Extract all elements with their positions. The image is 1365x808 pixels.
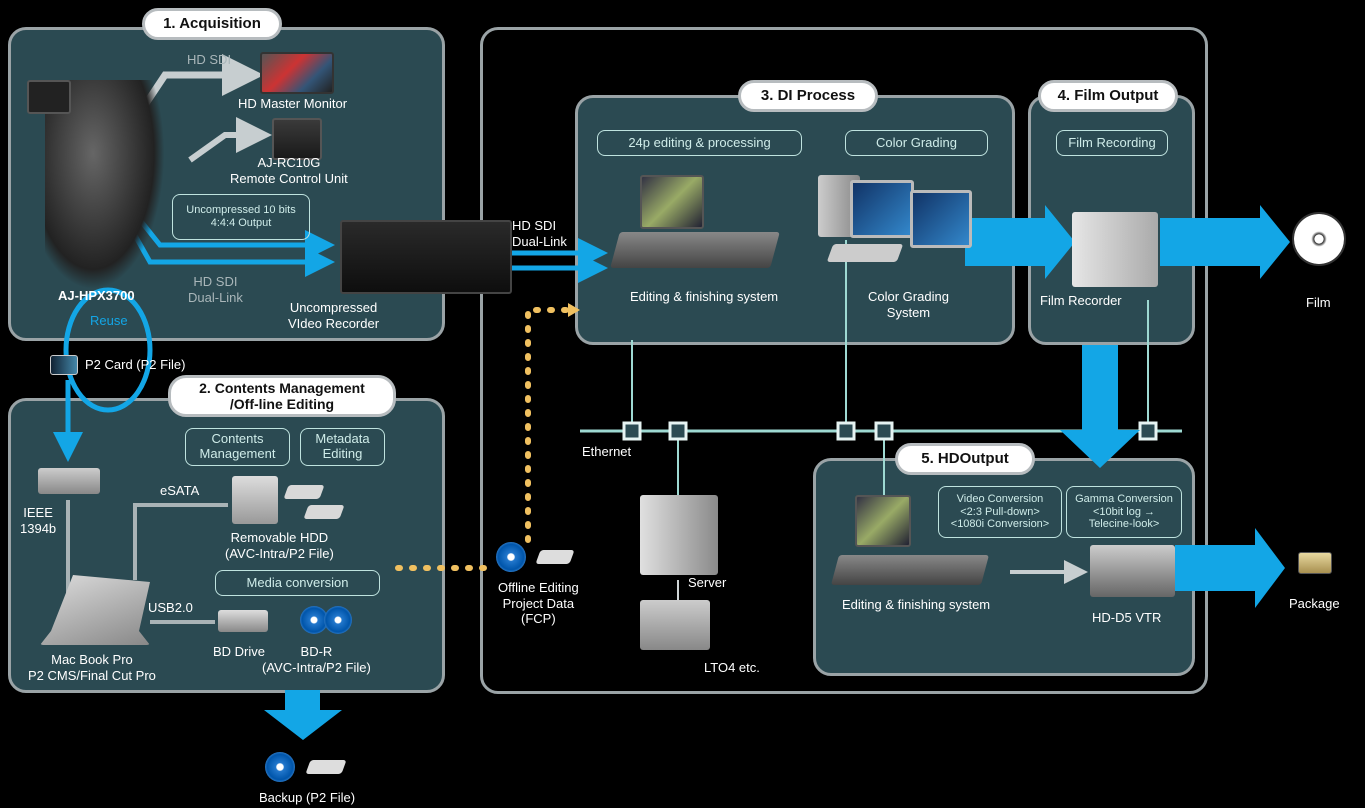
offline-cartridge <box>535 550 575 564</box>
reuse-label: Reuse <box>90 313 128 328</box>
lto-label: LTO4 etc. <box>704 660 760 675</box>
film-label: Film <box>1306 295 1331 310</box>
esata-label: eSATA <box>160 483 200 498</box>
film-recorder-label: Film Recorder <box>1040 293 1122 308</box>
uncompressed-output-chip: Uncompressed 10 bits 4:4:4 Output <box>172 194 310 240</box>
vtr-to-package-arrow <box>1175 528 1285 608</box>
editing-system-label: Editing & finishing system <box>630 289 779 304</box>
remote-control-label: AJ-RC10G Remote Control Unit <box>230 155 348 186</box>
grading-system-label: Color Grading System <box>868 289 949 320</box>
server-label: Server <box>688 575 727 590</box>
film-output-title: 4. Film Output <box>1038 80 1178 112</box>
backup-disc <box>265 752 295 782</box>
backup-label: Backup (P2 File) <box>259 790 356 805</box>
di-process-title: 3. DI Process <box>738 80 878 112</box>
hd-sdi-top-label: HD SDI <box>187 52 232 67</box>
hd-sdi-dual-link-label: HD SDI Dual-Link <box>188 274 243 305</box>
grading-keyboard <box>826 244 904 262</box>
offline-dotted-up <box>525 307 571 543</box>
remote-control-device <box>272 118 322 160</box>
camera-device <box>45 80 165 290</box>
camera-label: AJ-HPX3700 <box>58 288 135 303</box>
hdd-cartridge-2 <box>303 505 345 519</box>
reuse-loop <box>63 287 153 413</box>
film-to-hdoutput-arrow <box>1060 345 1140 468</box>
vtr-label: HD-D5 VTR <box>1092 610 1162 625</box>
lto-device <box>640 600 710 650</box>
editing-monitor-device <box>640 175 704 229</box>
hd-editing-system-label: Editing & finishing system <box>842 597 991 612</box>
hd-master-monitor-label: HD Master Monitor <box>238 96 348 111</box>
bd-drive-label: BD Drive <box>213 644 266 659</box>
hd-editing-console <box>830 555 990 585</box>
p2-card-device <box>50 355 78 375</box>
offline-editing-label: Offline Editing Project Data (FCP) <box>498 580 579 627</box>
removable-hdd-label: Removable HDD (AVC-Intra/P2 File) <box>225 530 334 561</box>
metadata-editing-chip: Metadata Editing <box>300 428 385 466</box>
film-reel-icon <box>1292 212 1346 266</box>
color-grading-chip: Color Grading <box>845 130 988 156</box>
film-recording-chip: Film Recording <box>1056 130 1168 156</box>
package-label: Package <box>1289 596 1340 611</box>
usb-label: USB2.0 <box>148 600 193 615</box>
film-recorder-to-film-arrow <box>1160 205 1290 279</box>
grading-to-film-arrow <box>965 205 1075 279</box>
ieee-label: IEEE 1394b <box>20 505 57 536</box>
media-conversion-chip: Media conversion <box>215 570 380 596</box>
backup-arrow <box>264 690 342 740</box>
contents-title: 2. Contents Management /Off-line Editing <box>168 375 396 417</box>
grading-monitor-2 <box>910 190 972 248</box>
recorder-label: Uncompressed VIdeo Recorder <box>288 300 380 331</box>
ethernet-label: Ethernet <box>582 444 632 459</box>
bd-drive-device <box>218 610 268 632</box>
removable-hdd-device <box>232 476 278 524</box>
hd-editing-monitor <box>855 495 911 547</box>
hd-master-monitor-device <box>260 52 334 94</box>
recorder-device <box>340 220 512 294</box>
film-recorder-device <box>1072 212 1158 287</box>
acquisition-title: 1. Acquisition <box>142 8 282 40</box>
ieee-drive-device <box>38 468 100 494</box>
grading-monitor-1 <box>850 180 914 238</box>
hd-output-title: 5. HDOutput <box>895 443 1035 475</box>
backup-cartridge <box>305 760 347 774</box>
video-conversion-chip: Video Conversion <2:3 Pull-down> <1080i … <box>938 486 1062 538</box>
contents-management-chip: Contents Management <box>185 428 290 466</box>
package-tape-icon <box>1298 552 1332 574</box>
p2-card-label: P2 Card (P2 File) <box>85 357 186 372</box>
bd-disc-2 <box>324 606 352 634</box>
camera-monitor-device <box>27 80 71 114</box>
24p-editing-chip: 24p editing & processing <box>597 130 802 156</box>
editing-console-device <box>610 232 780 268</box>
server-device <box>640 495 718 575</box>
hdd-cartridge-1 <box>283 485 325 499</box>
hd-sdi-dual-link-di-label: HD SDI Dual-Link <box>512 218 567 249</box>
offline-disc <box>496 542 526 572</box>
gamma-conversion-chip: Gamma Conversion <10bit log → Telecine-l… <box>1066 486 1182 538</box>
macbook-label: Mac Book Pro P2 CMS/Final Cut Pro <box>28 652 156 683</box>
rc-link-line <box>188 117 272 163</box>
bdr-label: BD-R (AVC-Intra/P2 File) <box>262 644 371 675</box>
bd-disc-1 <box>300 606 328 634</box>
vtr-device <box>1090 545 1175 597</box>
